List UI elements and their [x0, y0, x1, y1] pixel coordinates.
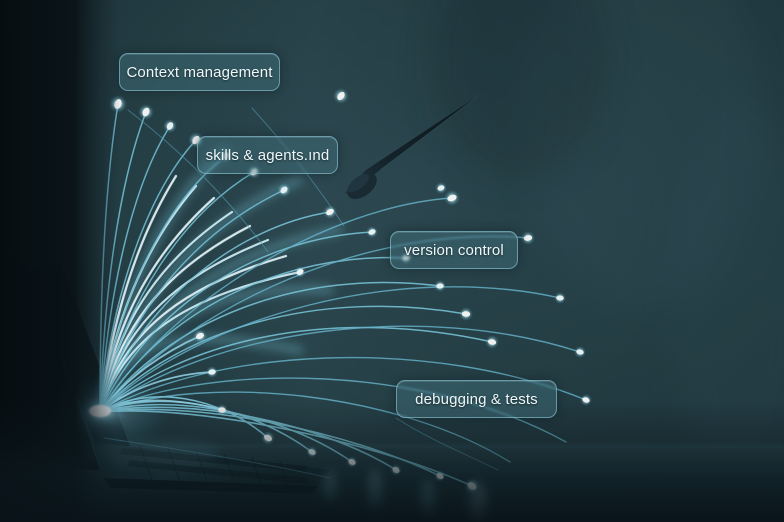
label-version-control[interactable]: version control — [390, 231, 518, 269]
label-debugging-tests[interactable]: debugging & tests — [396, 380, 557, 418]
label-skills-agents[interactable]: skills & agents.ınd — [197, 136, 338, 174]
label-context-management[interactable]: Context management — [119, 53, 280, 91]
stylus-pointer — [344, 95, 479, 199]
